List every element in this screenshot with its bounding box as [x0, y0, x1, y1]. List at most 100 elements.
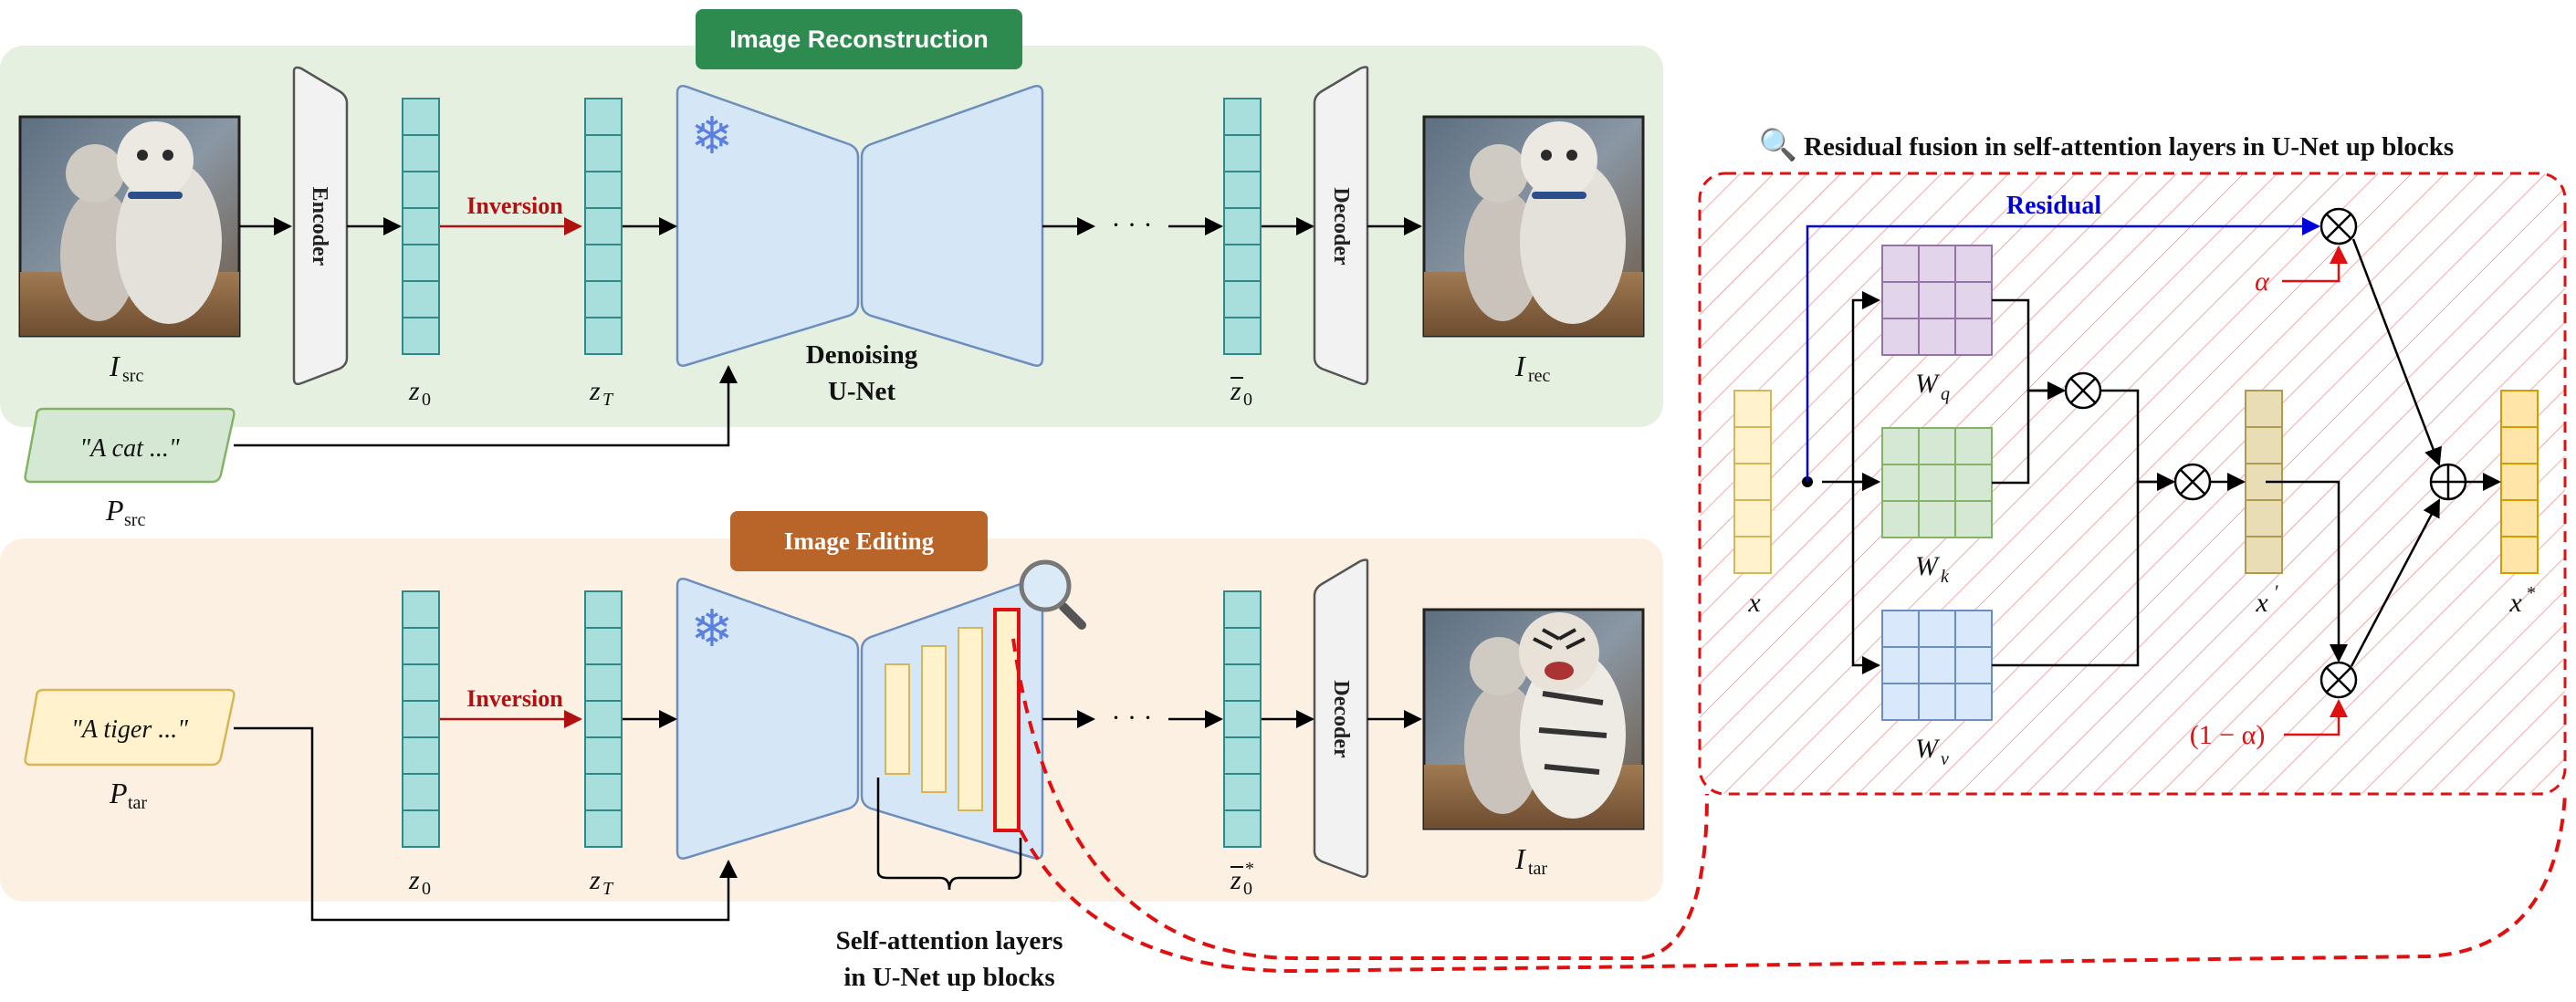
svg-text:P: P	[105, 494, 124, 527]
edited-tiger-image	[1422, 608, 1645, 830]
svg-text:rec: rec	[1528, 366, 1551, 386]
matrix-Wv-cell	[1918, 683, 1956, 721]
latent-zT-top-cell	[584, 207, 623, 245]
latent-zT-top-cell	[584, 98, 623, 136]
inversion-label-top: Inversion	[466, 193, 563, 219]
matrix-Wq-cell	[1881, 318, 1920, 356]
encoder-label: Encoder	[308, 187, 331, 266]
label-z0-bottom: z 0	[408, 865, 431, 899]
vector-x-cell	[1733, 499, 1772, 538]
latent-z0-top-cell	[402, 207, 440, 245]
inversion-label-bottom: Inversion	[466, 685, 563, 712]
sa-caption-line2: in U-Net up blocks	[843, 963, 1054, 992]
vector-x-cell	[1733, 426, 1772, 464]
prompt-src-box: "A cat ..."	[24, 407, 236, 484]
unet-caption-line1: Denoising	[806, 340, 918, 370]
reconstruction-header-text: Image Reconstruction	[729, 26, 989, 53]
residual-arrow	[1806, 217, 2320, 482]
svg-text:P: P	[109, 777, 128, 809]
vector-columns	[1733, 390, 2539, 574]
editing-header-text: Image Editing	[784, 527, 935, 555]
latent-z0-bottom-cell	[402, 627, 440, 665]
prompt-src-text: "A cat ..."	[79, 434, 180, 463]
latent-z0bar-star-cell	[1223, 809, 1262, 848]
matrix-Wv-cell	[1881, 646, 1920, 684]
unet-bottom: ❄	[675, 578, 1044, 860]
snowflake-icon: ❄	[691, 109, 734, 165]
label-x: x	[1747, 588, 1761, 618]
multiply-op-v	[2173, 463, 2212, 501]
latent-z0bar-top-cell	[1223, 244, 1262, 282]
weight-matrices	[1881, 245, 1993, 721]
svg-text:T: T	[602, 390, 614, 410]
vector-x-prime-cell	[2245, 536, 2283, 574]
svg-text:W: W	[1915, 369, 1941, 399]
latent-z0bar-star-cell	[1223, 736, 1262, 775]
decoder-label-bottom: Decoder	[1329, 680, 1353, 758]
one-minus-alpha-arrow	[2284, 699, 2348, 736]
matrix-Wv-cell	[1954, 610, 1993, 648]
multiply-op-qk	[2064, 371, 2102, 410]
latent-zT-bottom-cell	[584, 773, 623, 811]
matrix-Wk-cell	[1918, 464, 1956, 502]
matrix-Wq-cell	[1881, 281, 1920, 319]
zoom-connector	[1019, 793, 2567, 974]
svg-text:0: 0	[422, 390, 431, 410]
matrix-Wk-cell	[1881, 427, 1920, 465]
latent-z0-bottom-cell	[402, 736, 440, 775]
latent-z0bar-top-cell	[1223, 280, 1262, 318]
latent-z0bar-top-cell	[1223, 98, 1262, 136]
matrix-Wq-cell	[1918, 318, 1956, 356]
snowflake-icon: ❄	[691, 601, 734, 658]
latent-z0-bottom-cell	[402, 809, 440, 848]
matrix-Wk-cell	[1881, 464, 1920, 502]
label-P-tar: P tar	[109, 777, 147, 813]
latent-zT-bottom-cell	[584, 627, 623, 665]
matrix-Wv-cell	[1918, 610, 1956, 648]
svg-text:0: 0	[422, 879, 431, 899]
alpha-label: α	[2255, 266, 2270, 297]
latent-z0-top	[402, 98, 440, 355]
svg-text:W: W	[1915, 551, 1941, 581]
latent-z0-top-cell	[402, 280, 440, 318]
magnifier-icon	[1019, 559, 1086, 630]
latent-z0bar-top	[1223, 98, 1262, 355]
self-attention-brace	[876, 778, 1022, 891]
latent-z0bar-star-cell	[1223, 590, 1262, 629]
label-z0-top: z 0	[408, 376, 431, 410]
label-I-src: I src	[109, 350, 143, 386]
vector-x-cell	[1733, 390, 1772, 428]
latent-zT-bottom	[584, 590, 623, 848]
vector-x-star	[2500, 390, 2539, 574]
latent-z0bar-top-cell	[1223, 317, 1262, 355]
vector-x-star-cell	[2500, 390, 2539, 428]
sa-layer-bar	[921, 645, 947, 793]
matrix-Wq-cell	[1954, 281, 1993, 319]
matrix-Wv-cell	[1881, 610, 1920, 648]
latent-zT-bottom-cell	[584, 663, 623, 702]
sa-layer-bar	[958, 627, 983, 811]
matrix-Wk-cell	[1918, 500, 1956, 538]
latent-z0bar-star-cell	[1223, 663, 1262, 702]
label-z0bar-top: z 0	[1230, 376, 1252, 410]
vector-x-star-cell	[2500, 536, 2539, 574]
matrix-Wq-cell	[1954, 245, 1993, 283]
svg-text:W: W	[1915, 734, 1941, 764]
matrix-Wk-cell	[1918, 427, 1956, 465]
svg-text:x: x	[2255, 588, 2268, 618]
magnifier-icon: 🔍	[1759, 125, 1797, 162]
matrix-Wq-cell	[1918, 245, 1956, 283]
latent-zT-bottom-cell	[584, 809, 623, 848]
svg-text:x: x	[2508, 588, 2522, 618]
editing-header	[730, 511, 988, 571]
svg-text:z: z	[1230, 376, 1241, 406]
latent-z0-top-cell	[402, 171, 440, 209]
svg-text:I: I	[109, 350, 120, 382]
reconstructed-cat-image	[1422, 115, 1645, 338]
multiply-op-one-minus-alpha	[2319, 661, 2358, 699]
vector-x-cell	[1733, 463, 1772, 501]
vector-x-cell	[1733, 536, 1772, 574]
label-Wv: W v	[1915, 734, 1949, 769]
label-zT-bottom: z T	[589, 865, 614, 899]
